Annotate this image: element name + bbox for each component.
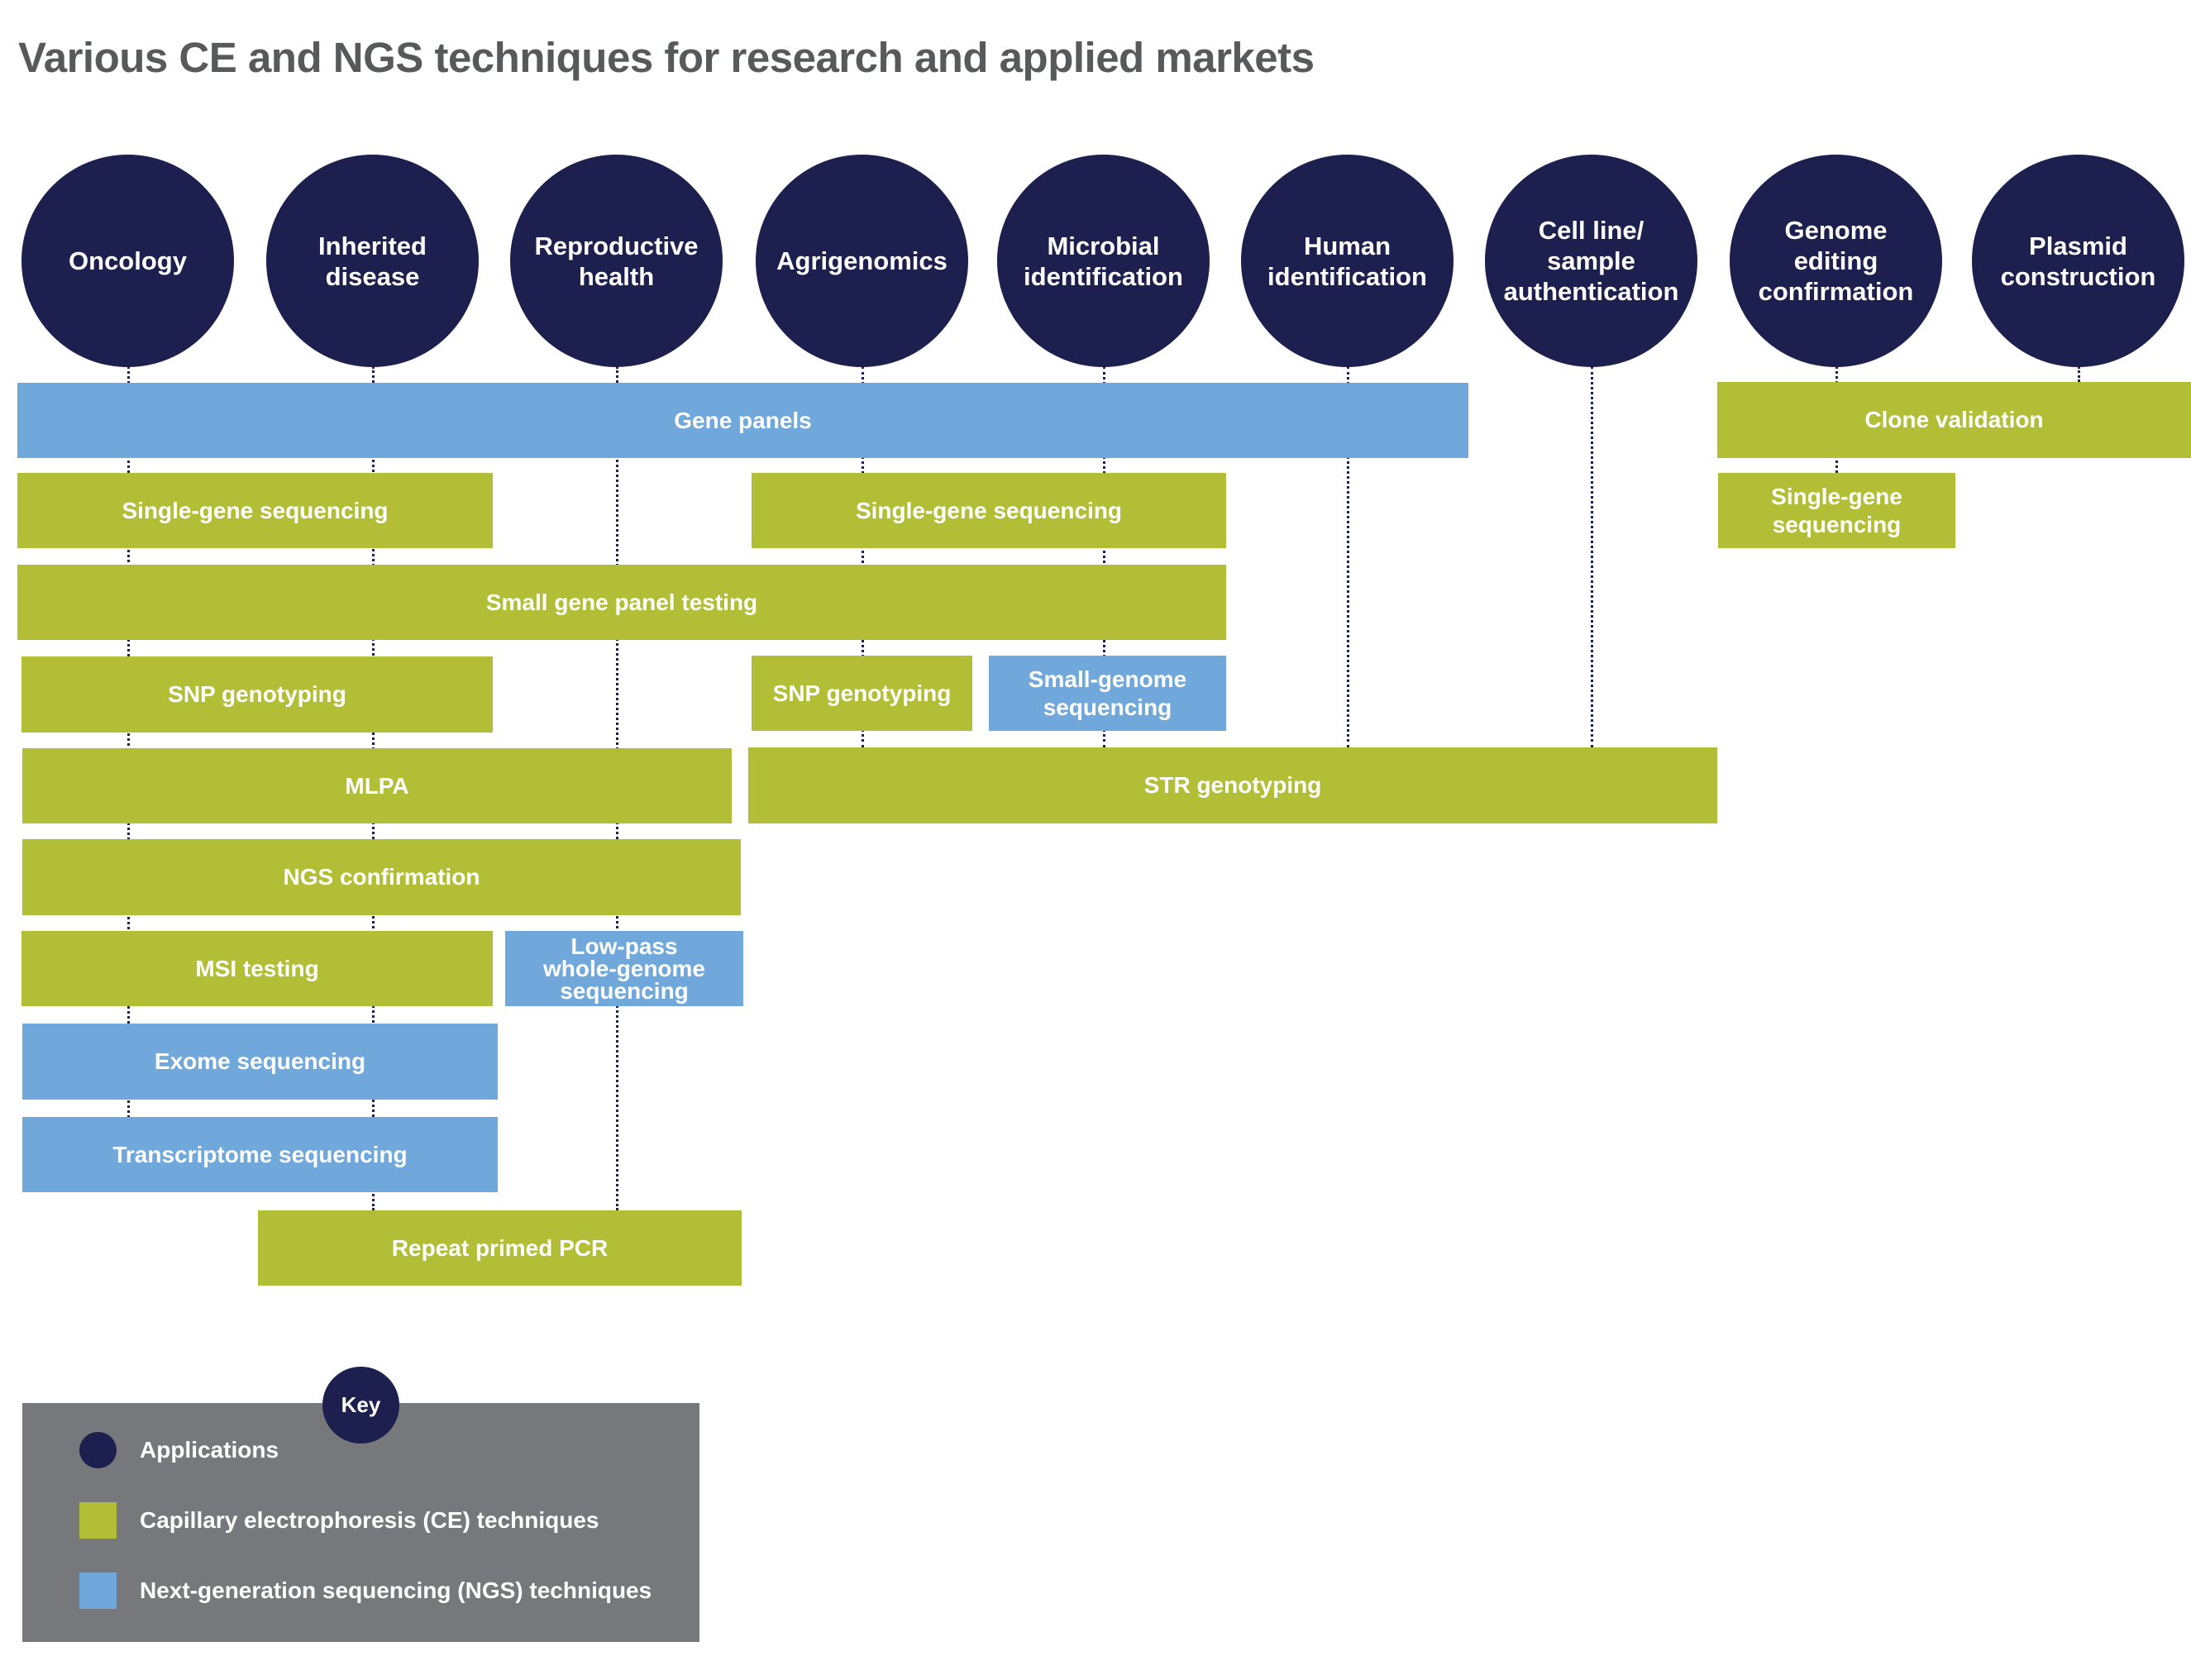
technique-msi-testing: MSI testing (21, 931, 493, 1006)
technique-label: Small gene panel testing (485, 589, 758, 615)
diagram-title: Various CE and NGS techniques for resear… (18, 34, 1315, 81)
application-genome-editing-confirmation: Genome editing confirmation (1730, 155, 1942, 367)
connector-microbial-identification (1103, 366, 1105, 747)
connector-cell-line (1591, 366, 1593, 747)
technique-transcriptome-sequencing: Transcriptome sequencing (22, 1117, 498, 1192)
application-label: Reproductive health (534, 231, 699, 291)
application-label: Oncology (69, 246, 187, 275)
technique-label: SNP genotyping (168, 681, 346, 707)
technique-str-genotyping: STR genotyping (748, 747, 1717, 823)
technique-low-pass-whole-genome-sequencing: Low-pass whole-genome sequencing (505, 931, 743, 1006)
application-label: Plasmid construction (2000, 231, 2156, 291)
application-label: Agrigenomics (776, 246, 948, 275)
application-agrigenomics: Agrigenomics (756, 155, 968, 367)
application-cell-line-authentication: Cell line/ sample authentication (1485, 155, 1697, 367)
technique-snp-genotyping-left: SNP genotyping (21, 656, 493, 733)
application-human-identification: Human identification (1241, 155, 1454, 367)
technique-label: Exome sequencing (154, 1048, 366, 1074)
connector-human-identification (1347, 366, 1349, 747)
technique-ngs-confirmation: NGS confirmation (22, 839, 741, 915)
technique-label: NGS confirmation (283, 864, 480, 890)
technique-label: Small-genome sequencing (1028, 666, 1187, 720)
technique-label: Repeat primed PCR (391, 1234, 609, 1261)
technique-repeat-primed-pcr: Repeat primed PCR (258, 1210, 742, 1286)
legend-label: Applications (140, 1437, 279, 1463)
technique-label: Single-gene sequencing (1771, 483, 1902, 537)
technique-label: STR genotyping (1143, 772, 1322, 798)
technique-label: Single-gene sequencing (855, 497, 1123, 523)
technique-single-gene-sequencing-right: Single-gene sequencing (1718, 473, 1955, 548)
connector-plasmid (2078, 366, 2080, 382)
technique-label: Clone validation (1864, 407, 2044, 432)
technique-single-gene-sequencing-middle: Single-gene sequencing (752, 473, 1226, 548)
application-plasmid-construction: Plasmid construction (1972, 155, 2184, 367)
technique-label: Transcriptome sequencing (112, 1141, 408, 1167)
technique-gene-panels: Gene panels (17, 383, 1468, 458)
legend-item-applications: Applications (79, 1432, 279, 1468)
connector-agrigenomics (862, 366, 864, 747)
technique-small-gene-panel-testing: Small gene panel testing (17, 565, 1226, 640)
application-reproductive-health: Reproductive health (510, 155, 723, 367)
technique-snp-genotyping-right: SNP genotyping (752, 656, 972, 731)
legend-title: Key (341, 1392, 381, 1417)
application-microbial-identification: Microbial identification (997, 155, 1210, 367)
technique-single-gene-sequencing-left: Single-gene sequencing (17, 473, 493, 548)
technique-label: Low-pass whole-genome sequencing (542, 933, 705, 1004)
legend-label: Next-generation sequencing (NGS) techniq… (140, 1577, 652, 1603)
technique-clone-validation: Clone validation (1717, 382, 2191, 458)
legend-item-ce: Capillary electrophoresis (CE) technique… (79, 1502, 599, 1539)
technique-label: SNP genotyping (772, 680, 952, 706)
technique-exome-sequencing: Exome sequencing (22, 1024, 498, 1100)
technique-mlpa: MLPA (22, 748, 732, 823)
technique-label: Single-gene sequencing (122, 497, 389, 523)
technique-label: MSI testing (195, 955, 319, 981)
legend-item-ngs: Next-generation sequencing (NGS) techniq… (79, 1573, 652, 1609)
ngs-swatch-icon (79, 1573, 117, 1609)
application-circle-icon (79, 1432, 117, 1468)
application-label: Cell line/ sample authentication (1503, 216, 1679, 306)
application-inherited-disease: Inherited disease (266, 155, 479, 367)
technique-small-genome-sequencing: Small-genome sequencing (989, 656, 1226, 731)
legend-box: Applications Capillary electrophoresis (… (22, 1403, 699, 1642)
legend-title-badge: Key (322, 1367, 399, 1444)
technique-label: Gene panels (674, 407, 812, 433)
application-label: Genome editing confirmation (1758, 216, 1914, 306)
application-label: Microbial identification (1024, 231, 1183, 291)
legend-label: Capillary electrophoresis (CE) technique… (140, 1507, 599, 1533)
application-label: Inherited disease (318, 231, 427, 291)
ce-swatch-icon (79, 1502, 117, 1539)
application-oncology: Oncology (21, 155, 234, 367)
technique-label: MLPA (345, 772, 409, 799)
application-label: Human identification (1267, 231, 1427, 291)
